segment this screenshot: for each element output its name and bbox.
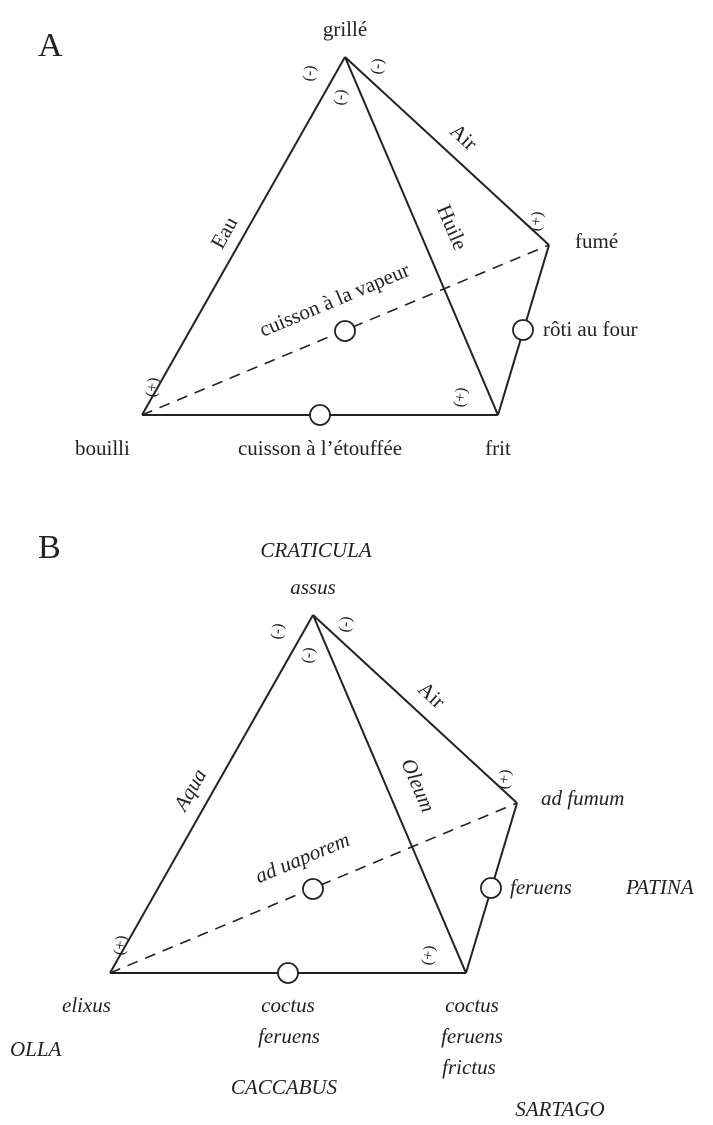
vessel-sartago: SARTAGO xyxy=(515,1097,604,1121)
sign-plus-frit: (+) xyxy=(451,386,471,408)
edge-huile xyxy=(344,56,499,416)
label-feruens-right: feruens xyxy=(510,875,572,899)
midpoint-coctus-circle xyxy=(277,962,299,984)
vertex-frictus: frictus xyxy=(442,1055,496,1079)
vertex-elixus: elixus xyxy=(62,993,111,1017)
panel-a-letter: A xyxy=(38,27,63,64)
vessel-patina: PATINA xyxy=(625,875,694,899)
sign-minus-top-left-b: (-) xyxy=(268,622,287,640)
sign-plus-elixus: (+) xyxy=(111,934,131,956)
vessel-olla: OLLA xyxy=(10,1037,62,1061)
edge-label-aqua: Aqua xyxy=(168,764,212,816)
sign-minus-top-right: (-) xyxy=(368,57,387,75)
sign-plus-bouilli: (+) xyxy=(143,376,163,398)
label-roti-four: rôti au four xyxy=(543,317,637,341)
vertex-grille: grillé xyxy=(323,17,367,41)
sign-minus-top-right-b: (-) xyxy=(336,615,355,633)
edge-label-huile: Huile xyxy=(432,201,472,253)
edge-eau xyxy=(141,56,346,416)
sign-plus-coctus: (+) xyxy=(419,944,439,966)
vertex-feruens: feruens xyxy=(441,1024,503,1048)
label-ad-uaporem: ad uaporem xyxy=(251,827,353,888)
sign-plus-ad-fumum: (+) xyxy=(495,768,515,790)
midpoint-etouffee-circle xyxy=(309,404,331,426)
edge-air-b xyxy=(312,614,518,804)
edge-oleum xyxy=(312,614,467,974)
vertex-bouilli: bouilli xyxy=(75,436,130,460)
midpoint-vapeur-circle xyxy=(334,320,356,342)
sign-minus-top-left: (-) xyxy=(300,64,319,82)
vertex-coctus: coctus xyxy=(445,993,499,1017)
edge-label-oleum: Oleum xyxy=(396,755,440,816)
vertex-fume: fumé xyxy=(575,229,618,253)
midpoint-feruens-circle xyxy=(480,877,502,899)
label-cuisson-etouffee: cuisson à l’étouffée xyxy=(238,436,402,460)
panel-b-letter: B xyxy=(38,529,61,566)
edge-aqua xyxy=(109,614,314,974)
vertex-frit: frit xyxy=(485,436,511,460)
midpoint-uaporem-circle xyxy=(302,878,324,900)
edge-label-air: Air xyxy=(445,119,482,156)
sign-minus-top-inner-b: (-) xyxy=(299,646,318,664)
sign-minus-top-inner: (-) xyxy=(331,88,350,106)
label-coctus-bottom: coctus xyxy=(261,993,315,1017)
midpoint-four-circle xyxy=(512,319,534,341)
vessel-craticula: CRATICULA xyxy=(260,538,371,562)
edge-label-air-b: Air xyxy=(413,677,450,714)
vertex-assus: assus xyxy=(290,575,336,599)
edge-dashed-hidden xyxy=(141,244,550,416)
edge-air xyxy=(344,56,550,246)
label-feruens-bottom: feruens xyxy=(258,1024,320,1048)
sign-plus-fume: (+) xyxy=(527,210,547,232)
edge-dashed-hidden-b xyxy=(109,802,518,974)
vessel-caccabus: CACCABUS xyxy=(231,1075,338,1099)
panel-a: A grillé fumé bouilli frit Eau Huile Air… xyxy=(38,17,637,460)
vertex-ad-fumum: ad fumum xyxy=(541,786,624,810)
panel-b: B CRATICULA assus ad fumum elixus coctus… xyxy=(10,529,694,1121)
